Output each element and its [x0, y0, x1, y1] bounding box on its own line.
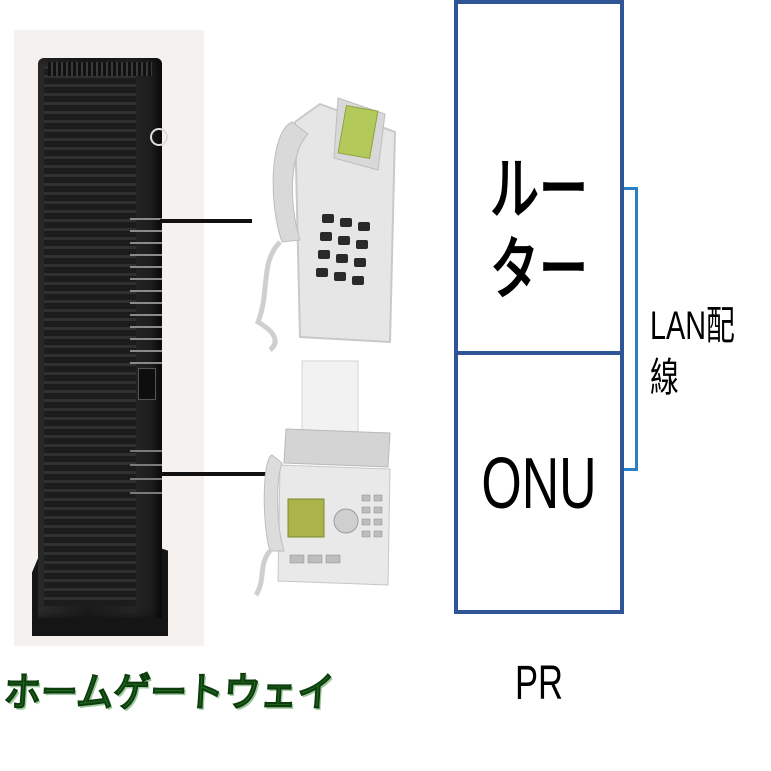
home-gateway-label: ホームゲートウェイ	[2, 671, 336, 716]
gateway-led-panel	[130, 208, 162, 368]
gateway-port	[138, 368, 156, 400]
gateway-top-vent	[48, 62, 152, 76]
onu-label: ONU	[481, 444, 597, 524]
rack-divider	[454, 351, 624, 355]
gateway-vent	[44, 66, 136, 606]
power-icon	[150, 128, 168, 146]
router-label: ルーター	[490, 152, 588, 308]
desk-phone-icon	[250, 92, 405, 352]
lan-wiring-label: LAN配線	[650, 304, 735, 400]
gateway-body	[38, 58, 168, 618]
pr-rack-box	[454, 0, 624, 614]
fax-phone-icon	[250, 355, 400, 597]
fax-connector-line	[160, 472, 268, 476]
phone-connector-line	[160, 219, 252, 223]
pr-label: PR	[514, 657, 564, 710]
lan-wiring-bracket	[624, 187, 638, 471]
gateway-status-panel	[130, 438, 162, 498]
home-gateway-device-icon	[32, 58, 168, 636]
